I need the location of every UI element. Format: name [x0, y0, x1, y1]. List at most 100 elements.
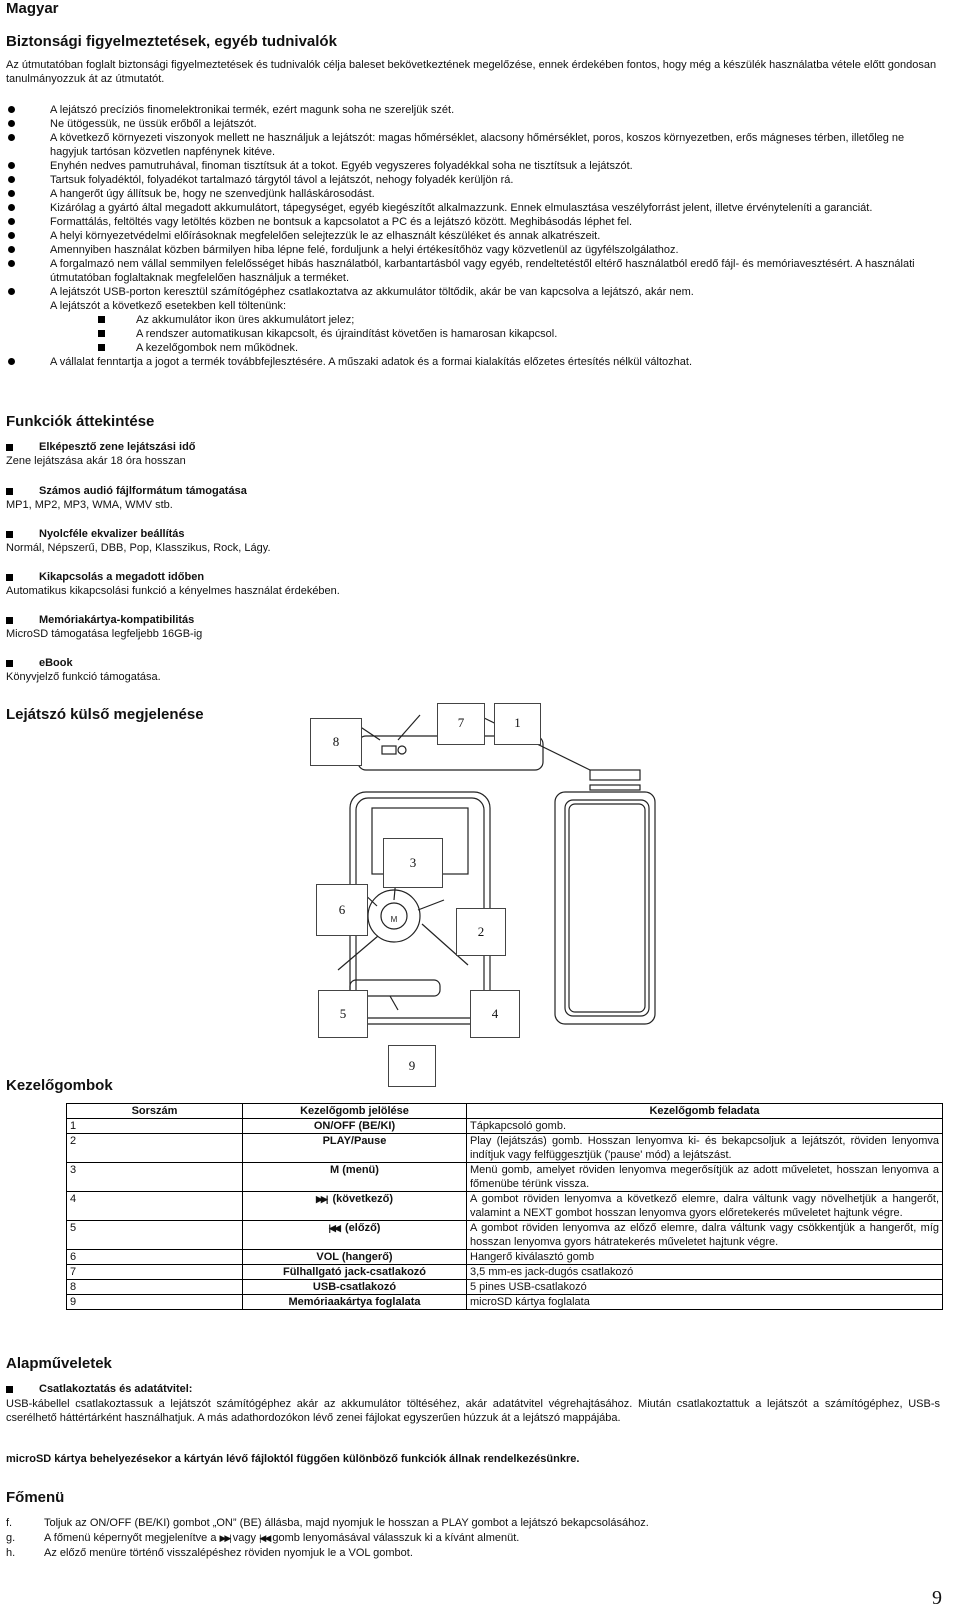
bullet-icon	[8, 358, 15, 365]
safety-list: A lejátszó precíziós finomelektronikai t…	[6, 103, 940, 369]
list-item: Formattálás, feltöltés vagy letöltés köz…	[6, 215, 940, 229]
callout-4: 4	[470, 990, 520, 1038]
mainmenu-title: Főmenü	[6, 1489, 65, 1506]
bullet-icon	[8, 106, 15, 113]
previous-icon: |◀◀	[259, 1533, 271, 1543]
leader-line	[421, 923, 469, 966]
bullet-icon	[8, 120, 15, 127]
square-bullet-icon	[6, 530, 13, 538]
callout-9: 9	[388, 1045, 436, 1087]
bullet-icon	[8, 134, 15, 141]
list-item: Ne ütögessük, ne üssük erőből a lejátszó…	[6, 117, 940, 131]
square-bullet-icon	[98, 330, 105, 337]
list-item: A következő környezeti viszonyok mellett…	[6, 131, 940, 159]
previous-icon: |◀◀	[328, 1223, 341, 1233]
list-item: A lejátszót USB-porton keresztül számító…	[6, 285, 940, 299]
list-item: g.A főmenü képernyőt megjelenítve a ▶▶| …	[6, 1532, 520, 1544]
bullet-icon	[8, 218, 15, 225]
callout-5: 5	[318, 990, 368, 1038]
bullet-icon	[8, 260, 15, 267]
list-item: A helyi környezetvédelmi előírásoknak me…	[6, 229, 940, 243]
exterior-title: Lejátszó külső megjelenése	[6, 706, 204, 723]
controls-title: Kezelőgombok	[6, 1077, 113, 1094]
basics-title: Alapműveletek	[6, 1355, 112, 1372]
square-bullet-icon	[98, 316, 105, 323]
square-bullet-icon	[6, 616, 13, 624]
microsd-note: microSD kártya behelyezésekor a kártyán …	[6, 1453, 580, 1465]
bullet-icon	[8, 204, 15, 211]
leader-line	[417, 899, 445, 911]
sub-list-item: A kezelőgombok nem működnek.	[6, 341, 940, 355]
mainmenu-list: f.Toljuk az ON/OFF (BE/KI) gombot „ON” (…	[6, 1516, 906, 1561]
list-item: Kizárólag a gyártó által megadott akkumu…	[6, 201, 940, 215]
safety-title: Biztonsági figyelmeztetések, egyéb tudni…	[6, 33, 337, 50]
list-item: Tartsuk folyadéktól, folyadékot tartalma…	[6, 173, 940, 187]
bullet-icon	[8, 288, 15, 295]
square-bullet-icon	[6, 487, 13, 495]
list-item: A forgalmazó nem vállal semmilyen felelő…	[6, 257, 940, 285]
leader-line	[337, 935, 379, 971]
list-item: Amennyiben használat közben bármilyen hi…	[6, 243, 940, 257]
callout-7: 7	[437, 703, 485, 745]
usb-port-shape	[381, 745, 397, 755]
next-icon: ▶▶|	[219, 1533, 232, 1543]
device-bottom-view	[349, 979, 441, 997]
control-wheel	[367, 889, 421, 943]
sub-list-item: A rendszer automatikusan kikapcsolt, és …	[6, 327, 940, 341]
features-title: Funkciók áttekintése	[6, 413, 155, 430]
device-side-inner	[564, 799, 650, 1017]
square-bullet-icon	[98, 344, 105, 351]
square-bullet-icon	[6, 573, 13, 581]
bullet-icon	[8, 246, 15, 253]
list-item: A lejátszó precíziós finomelektronikai t…	[6, 103, 940, 117]
device-side-view	[554, 791, 656, 1025]
safety-intro: Az útmutatóban foglalt biztonsági figyel…	[6, 59, 937, 85]
callout-3: 3	[383, 838, 443, 888]
table-header-row: Sorszám Kezelőgomb jelölése Kezelőgomb f…	[66, 1103, 943, 1119]
next-icon: ▶▶|	[315, 1194, 328, 1204]
basics-subtitle-row: Csatlakoztatás és adatátvitel:	[6, 1382, 192, 1396]
callout-1: 1	[494, 703, 541, 745]
bullet-icon	[8, 162, 15, 169]
leader-line	[389, 995, 399, 1011]
table-row: 4▶▶| (következő)A gombot röviden lenyomv…	[66, 1191, 943, 1221]
list-item: A vállalat fenntartja a jogot a termék t…	[6, 355, 940, 369]
bullet-icon	[8, 232, 15, 239]
controls-table: Sorszám Kezelőgomb jelölése Kezelőgomb f…	[66, 1103, 943, 1310]
device-top-edge-2	[589, 784, 641, 791]
square-bullet-icon	[6, 443, 13, 451]
callout-6: 6	[316, 884, 368, 936]
leader-line	[397, 714, 421, 741]
list-item: A hangerőt úgy állítsuk be, hogy ne szen…	[6, 187, 940, 201]
basics-text: USB-kábellel csatlakoztassuk a lejátszót…	[6, 1398, 940, 1424]
language-heading: Magyar	[6, 0, 59, 17]
charge-intro: A lejátszót a következő esetekben kell t…	[50, 300, 287, 312]
list-item: Enyhén nedves pamutruhával, finoman tisz…	[6, 159, 940, 173]
bullet-icon	[8, 190, 15, 197]
device-m-label: M	[391, 915, 398, 924]
list-item: h.Az előző menüre történő visszalépéshez…	[6, 1547, 413, 1559]
device-side-inner-2	[568, 803, 646, 1013]
table-row: 5|◀◀ (előző)A gombot röviden lenyomva az…	[66, 1220, 943, 1250]
sub-list-item: Az akkumulátor ikon üres akkumulátort je…	[6, 313, 940, 327]
page-number: 9	[932, 1587, 942, 1609]
callout-8: 8	[310, 718, 362, 766]
callout-2: 2	[456, 908, 506, 956]
list-item: f.Toljuk az ON/OFF (BE/KI) gombot „ON” (…	[6, 1517, 649, 1529]
m-button-shape	[380, 902, 408, 930]
square-bullet-icon	[6, 659, 13, 667]
bullet-icon	[8, 176, 15, 183]
